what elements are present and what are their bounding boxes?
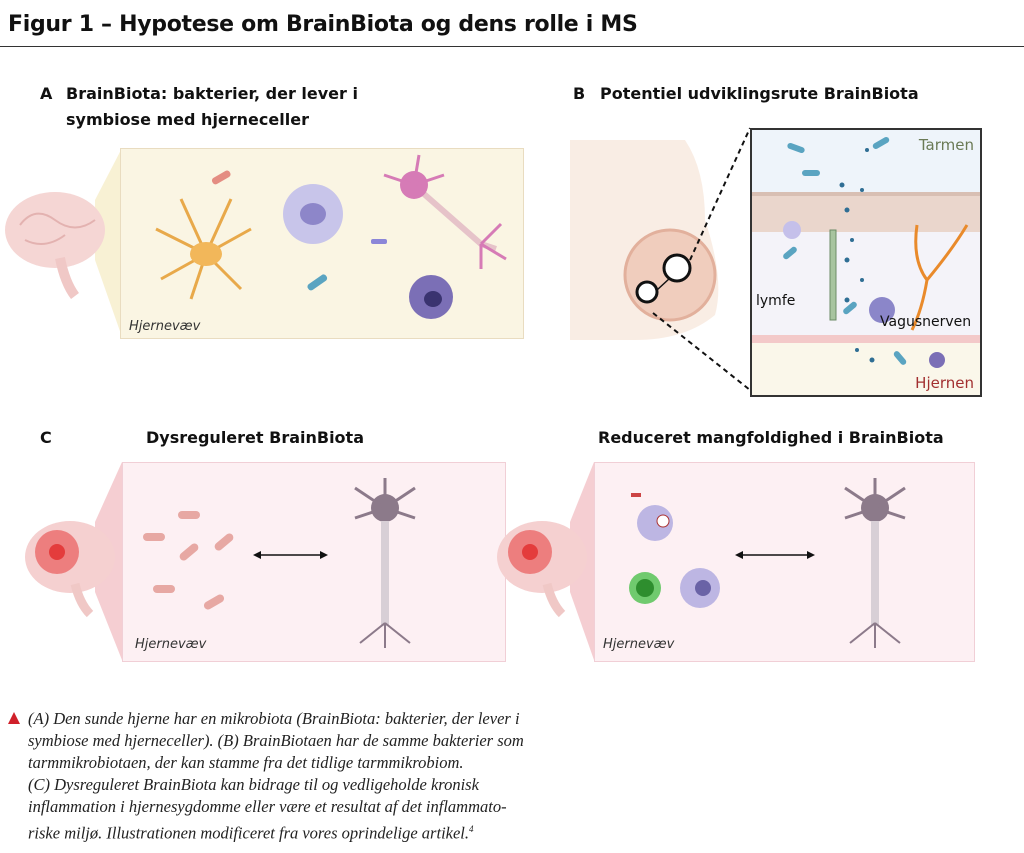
vagus-nerve-label: Vagusnerven [880, 314, 972, 330]
caption-marker-icon [8, 712, 20, 724]
gut-label: Tarmen [918, 136, 974, 154]
lymph-label: lymfe [756, 293, 796, 309]
panel-a-tissue-box: Hjernevæv [120, 148, 524, 339]
caption-line: (A) Den sunde hjerne har en mikrobiota (… [28, 709, 520, 728]
immune-cells-illustration [629, 478, 906, 648]
microbe-migration-illustration [783, 137, 969, 368]
panel-c-left-tissue-label: Hjernevæv [135, 637, 207, 652]
gut-lumen [752, 130, 980, 192]
caption-line-text: riske miljø. Illustrationen modificeret … [28, 823, 470, 843]
panel-c-letter: C [40, 428, 52, 447]
gut-brain-inset: Tarmen lymfe Vagusnerven Hjernen [750, 128, 982, 397]
brain-cells-illustration [155, 154, 507, 319]
figure-title: Figur 1 – Hypotese om BrainBiota og dens… [8, 12, 638, 37]
dysregulated-bacteria-illustration [143, 478, 416, 648]
panel-a-letter: A [40, 84, 53, 103]
pregnant-body-illustration [570, 127, 751, 391]
caption-line: inflammation i hjernesygdomme eller være… [28, 797, 507, 816]
panel-c-right-tissue-label: Hjernevæv [603, 637, 675, 652]
footnote-reference: 4 [469, 824, 474, 834]
caption-line: (C) Dysreguleret BrainBiota kan bidrage … [28, 775, 479, 794]
panel-a-tissue-label: Hjernevæv [129, 319, 201, 334]
panel-b-heading: Potentiel udviklingsrute BrainBiota [600, 84, 919, 103]
brain-label: Hjernen [915, 374, 974, 392]
brain-icon [5, 148, 122, 337]
panel-c-left-heading: Dysreguleret BrainBiota [146, 428, 364, 447]
inflamed-brain-icon-right [497, 462, 594, 660]
caption-line: tarmmikrobiotaen, der kan stamme fra det… [28, 753, 464, 772]
inflamed-brain-icon-left [25, 462, 122, 660]
panel-c-left-box: Hjernevæv [122, 462, 506, 662]
panel-a-heading-1: BrainBiota: bakterier, der lever i [66, 84, 358, 103]
panel-c-right-box: Hjernevæv [594, 462, 975, 662]
caption-line: symbiose med hjerneceller). (B) BrainBio… [28, 731, 524, 750]
title-divider [0, 46, 1024, 47]
panel-b-letter: B [573, 84, 586, 103]
figure-caption: (A) Den sunde hjerne har en mikrobiota (… [28, 708, 628, 845]
caption-line: riske miljø. Illustrationen modificeret … [28, 818, 628, 845]
panel-a-heading-2: symbiose med hjerneceller [66, 110, 309, 129]
panel-c-right-heading: Reduceret mangfoldighed i BrainBiota [598, 428, 944, 447]
